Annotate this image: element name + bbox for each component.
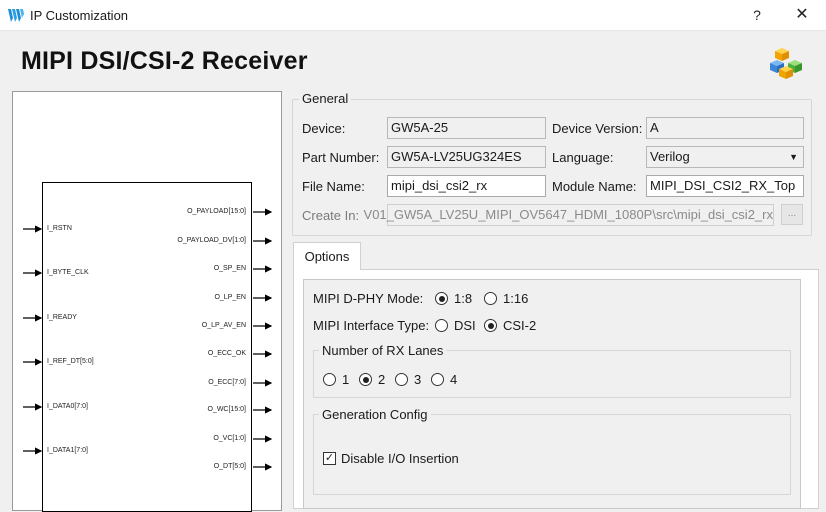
pin-input: I_BYTE_CLK (47, 269, 89, 276)
tab-options[interactable]: Options (293, 242, 361, 270)
browse-button[interactable]: ... (781, 204, 803, 225)
interface-type-radio-dsi[interactable] (435, 319, 448, 332)
pin-input: I_DATA0[7:0] (47, 403, 88, 410)
pin-output: O_ECC[7:0] (208, 379, 246, 386)
device-field: GW5A-25 (387, 117, 546, 139)
pin-input: I_RSTN (47, 225, 72, 232)
rx-lanes-option-label: 1 (342, 372, 350, 387)
title-bar: IP Customization ? ✕ (0, 0, 826, 31)
disable-io-label: Disable I/O Insertion (341, 451, 459, 466)
rx-lanes-radio-3[interactable] (395, 373, 408, 386)
pin-output: O_WC[15:0] (207, 406, 246, 413)
ip-block (42, 182, 252, 512)
pin-output: O_DT[5:0] (213, 463, 246, 470)
rx-lanes-option-label: 4 (450, 372, 458, 387)
rx-lanes-radio-1[interactable] (323, 373, 336, 386)
interface-type-label: MIPI Interface Type: (313, 318, 430, 333)
interface-type-option-label: DSI (454, 318, 476, 333)
ip-cubes-icon (770, 48, 802, 79)
rx-lanes-radio-2[interactable] (359, 373, 372, 386)
dphy-mode-option-label: 1:8 (454, 291, 473, 306)
module-name-label: Module Name: (552, 179, 637, 194)
language-label: Language: (552, 150, 614, 165)
language-value: Verilog (650, 149, 690, 164)
file-name-input[interactable]: mipi_dsi_csi2_rx (387, 175, 546, 197)
pin-output: O_LP_AV_EN (201, 322, 246, 329)
rx-lanes-option-label: 2 (378, 372, 386, 387)
device-label: Device: (302, 121, 346, 136)
close-button[interactable]: ✕ (795, 6, 809, 23)
device-version-label: Device Version: (552, 121, 643, 136)
rx-lanes-option-label: 3 (414, 372, 422, 387)
create-in-label: Create In: (302, 208, 360, 223)
interface-type-option-label: CSI-2 (503, 318, 537, 333)
generation-config-group (313, 414, 791, 495)
create-in-field: V01_GW5A_LV25U_MIPI_OV5647_HDMI_1080P\sr… (364, 204, 774, 226)
part-number-label: Part Number: (302, 150, 380, 165)
generation-config-title: Generation Config (319, 407, 431, 422)
pin-arrows (23, 208, 273, 471)
ip-schematic: I_RSTN I_BYTE_CLK I_READY I_REF_DT[5:0] … (12, 91, 282, 512)
pin-input: I_DATA1[7:0] (47, 447, 88, 454)
pin-output: O_ECC_OK (207, 350, 246, 357)
gowin-logo-icon (8, 9, 24, 22)
pin-output: O_LP_EN (214, 294, 246, 301)
interface-type-radio-csi2[interactable] (484, 319, 497, 332)
window-title: IP Customization (30, 8, 129, 23)
options-inner-panel (303, 279, 801, 509)
create-in-path: V01_GW5A_LV25U_MIPI_OV5647_HDMI_1080P\sr… (363, 207, 773, 222)
rx-lanes-title: Number of RX Lanes (319, 343, 447, 358)
general-group-title: General (299, 91, 352, 106)
rx-lanes-group (313, 350, 791, 398)
disable-io-checkbox[interactable]: ✓ (323, 452, 336, 465)
pin-input: I_REF_DT[5:0] (47, 358, 94, 365)
pin-output: O_PAYLOAD[15:0] (187, 208, 246, 215)
general-group (292, 99, 812, 236)
page-title: MIPI DSI/CSI-2 Receiver (21, 47, 308, 75)
pin-output: O_SP_EN (213, 265, 246, 272)
pin-input: I_READY (47, 314, 77, 321)
help-button[interactable]: ? (753, 7, 761, 23)
device-version-field: A (646, 117, 804, 139)
language-select[interactable]: Verilog ▼ (646, 146, 804, 168)
pin-output: O_VC[1:0] (213, 435, 246, 442)
dphy-mode-radio-1-16[interactable] (484, 292, 497, 305)
file-name-label: File Name: (302, 179, 365, 194)
rx-lanes-radio-4[interactable] (431, 373, 444, 386)
pin-output: O_PAYLOAD_DV[1:0] (177, 237, 246, 244)
dphy-mode-option-label: 1:16 (503, 291, 529, 306)
part-number-field: GW5A-LV25UG324ES (387, 146, 546, 168)
chevron-down-icon: ▼ (789, 152, 798, 162)
dphy-mode-radio-1-8[interactable] (435, 292, 448, 305)
dphy-mode-label: MIPI D-PHY Mode: (313, 291, 424, 306)
module-name-input[interactable]: MIPI_DSI_CSI2_RX_Top (646, 175, 804, 197)
